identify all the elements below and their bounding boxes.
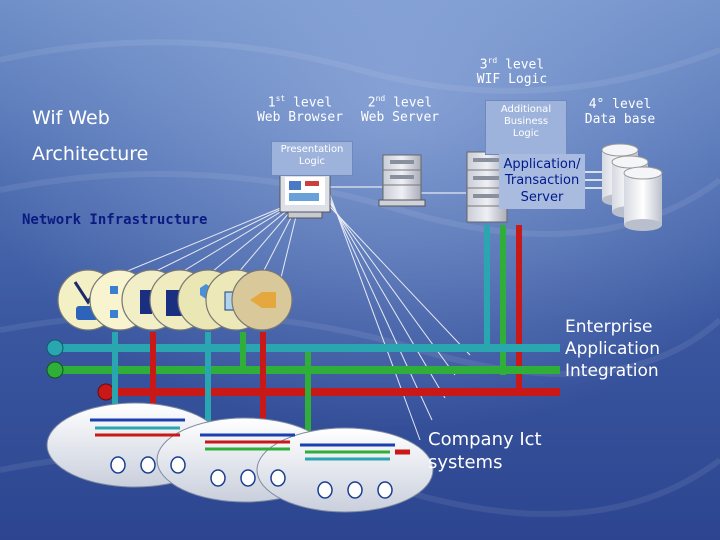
server-bus-lines bbox=[484, 225, 522, 395]
level-3-word: level bbox=[497, 57, 545, 73]
business-line-3: Logic bbox=[512, 128, 540, 139]
level-4-label: 4° level Data base bbox=[570, 97, 670, 128]
app-server-line-1: Application/ bbox=[503, 157, 581, 172]
business-logic-box: Additional Business Logic bbox=[485, 100, 567, 155]
enterprise-bus bbox=[46, 339, 560, 401]
company-systems bbox=[46, 402, 434, 513]
eai-line-3: Integration bbox=[565, 361, 659, 382]
level-1-num: 1 bbox=[267, 95, 276, 111]
level-2-word: level bbox=[385, 95, 433, 111]
presentation-line-1: Presentation bbox=[280, 144, 344, 155]
level-2-sup: nd bbox=[375, 94, 386, 103]
business-line-2: Business bbox=[503, 116, 549, 127]
level-2-label: 2nd level Web Server bbox=[350, 94, 450, 126]
app-server-line-3: Server bbox=[520, 189, 564, 205]
ict-line-2: systems bbox=[428, 452, 503, 474]
application-icons bbox=[57, 269, 293, 331]
monitor-icon bbox=[279, 171, 331, 219]
connection-fan bbox=[124, 183, 471, 441]
level-1-name: Web Browser bbox=[256, 110, 344, 126]
level-1-label: 1st level Web Browser bbox=[250, 94, 350, 126]
puzzle-icon bbox=[231, 269, 293, 331]
icon-drops bbox=[112, 332, 311, 452]
eai-line-1: Enterprise bbox=[565, 317, 653, 337]
level-3-num: 3 bbox=[479, 57, 488, 73]
level-1-word: level bbox=[285, 95, 333, 111]
level-1-sup: st bbox=[275, 94, 286, 103]
ict-line-1: Company Ict bbox=[428, 429, 542, 450]
eai-line-2: Application bbox=[565, 339, 660, 360]
presentation-logic-box: Presentation Logic bbox=[271, 141, 353, 176]
title-line-2: Architecture bbox=[32, 143, 149, 165]
presentation-line-2: Logic bbox=[298, 156, 326, 167]
level-3-label: 3rd level WIF Logic bbox=[462, 56, 562, 88]
network-infrastructure-label: Network Infrastructure bbox=[22, 212, 208, 228]
server-icon bbox=[378, 154, 426, 207]
level-2-num: 2 bbox=[367, 95, 376, 111]
app-server-box: Application/ Transaction Server bbox=[499, 154, 585, 209]
cylinder-db-icon bbox=[601, 143, 663, 231]
business-line-1: Additional bbox=[500, 104, 552, 115]
eai-label: Enterprise Application Integration bbox=[565, 316, 660, 382]
level-4-line1: 4° level bbox=[588, 97, 652, 112]
level-4-name: Data base bbox=[584, 111, 656, 127]
level-3-name: WIF Logic bbox=[476, 72, 548, 88]
level-2-name: Web Server bbox=[360, 110, 440, 126]
app-server-line-2: Transaction bbox=[504, 173, 580, 189]
level-3-sup: rd bbox=[487, 56, 498, 65]
title-line-1: Wif Web bbox=[32, 107, 110, 129]
company-ict-label: Company Ict systems bbox=[428, 428, 542, 475]
